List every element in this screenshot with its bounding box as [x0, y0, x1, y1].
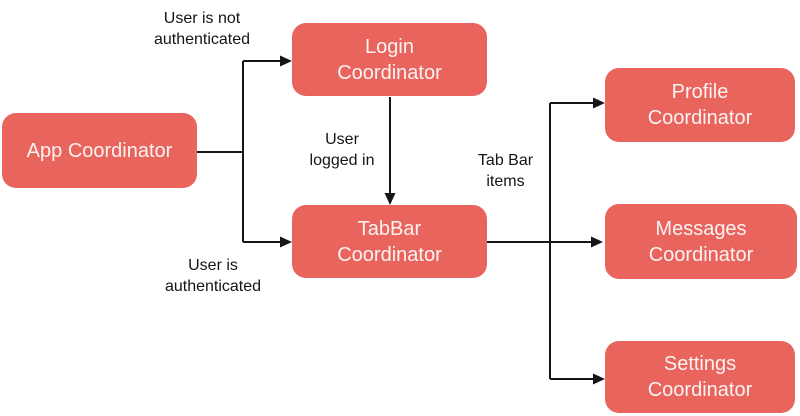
arrowhead-profile — [593, 97, 605, 109]
arrowhead-tabbar — [280, 236, 292, 248]
edge-label-tab-bar-items: Tab Bar items — [477, 152, 534, 190]
edge-label-user-authenticated: User is authenticated — [164, 257, 262, 295]
node-settings-coordinator: Settings Coordinator — [605, 341, 795, 413]
node-app-coordinator-label: App Coordinator — [26, 139, 173, 162]
node-profile-coordinator-label: Profile Coordinator — [647, 81, 753, 129]
node-settings-coordinator-label: Settings Coordinator — [647, 353, 753, 401]
node-messages-coordinator: Messages Coordinator — [605, 204, 797, 279]
node-messages-coordinator-label: Messages Coordinator — [648, 217, 754, 266]
node-tabbar-coordinator: TabBar Coordinator — [292, 205, 487, 278]
node-profile-coordinator: Profile Coordinator — [605, 68, 795, 142]
arrowhead-login-down — [384, 193, 396, 205]
node-login-coordinator: Login Coordinator — [292, 23, 487, 96]
edge-label-user-not-authenticated: User is not authenticated — [153, 10, 251, 48]
edge-label-user-logged-in: User logged in — [309, 131, 375, 169]
node-app-coordinator: App Coordinator — [2, 113, 197, 188]
arrowhead-login — [280, 55, 292, 67]
node-tabbar-coordinator-label: TabBar Coordinator — [337, 217, 442, 266]
node-login-coordinator-label: Login Coordinator — [337, 35, 442, 84]
arrowhead-messages — [591, 236, 603, 248]
arrowhead-settings — [593, 373, 605, 385]
